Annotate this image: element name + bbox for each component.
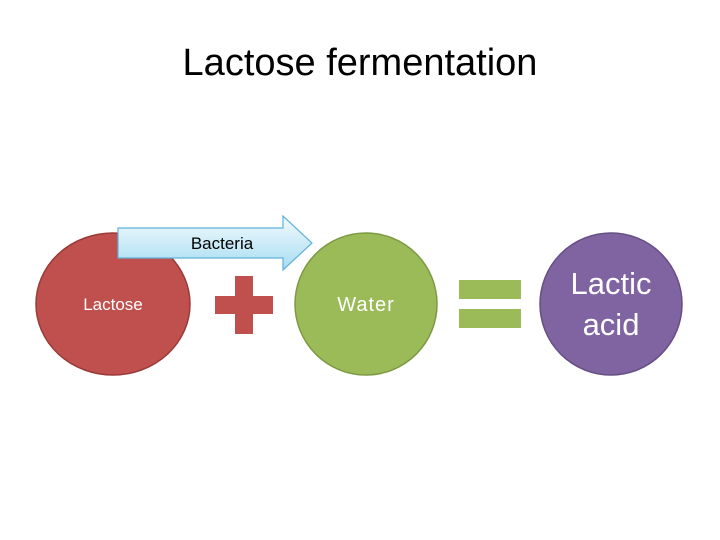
lactose-circle — [35, 232, 191, 376]
lactic-acid-label-line1: Lactic — [571, 266, 652, 301]
plus-icon — [215, 276, 273, 334]
lactic-acid-circle — [539, 232, 683, 376]
arrow-label: Bacteria — [191, 234, 254, 253]
water-node: Water — [294, 232, 438, 376]
arrow-shape — [117, 214, 313, 272]
equals-icon — [459, 280, 521, 328]
page-title: Lactose fermentation — [182, 42, 538, 84]
bacteria-arrow: Bacteria — [117, 214, 313, 272]
lactose-label: Lactose — [83, 295, 143, 314]
lactose-node: Lactose — [35, 232, 191, 376]
water-circle — [294, 232, 438, 376]
water-label: Water — [337, 294, 395, 316]
lactic-acid-label-line2: acid — [583, 307, 640, 342]
lactic-acid-node: Lactic acid — [539, 232, 683, 376]
